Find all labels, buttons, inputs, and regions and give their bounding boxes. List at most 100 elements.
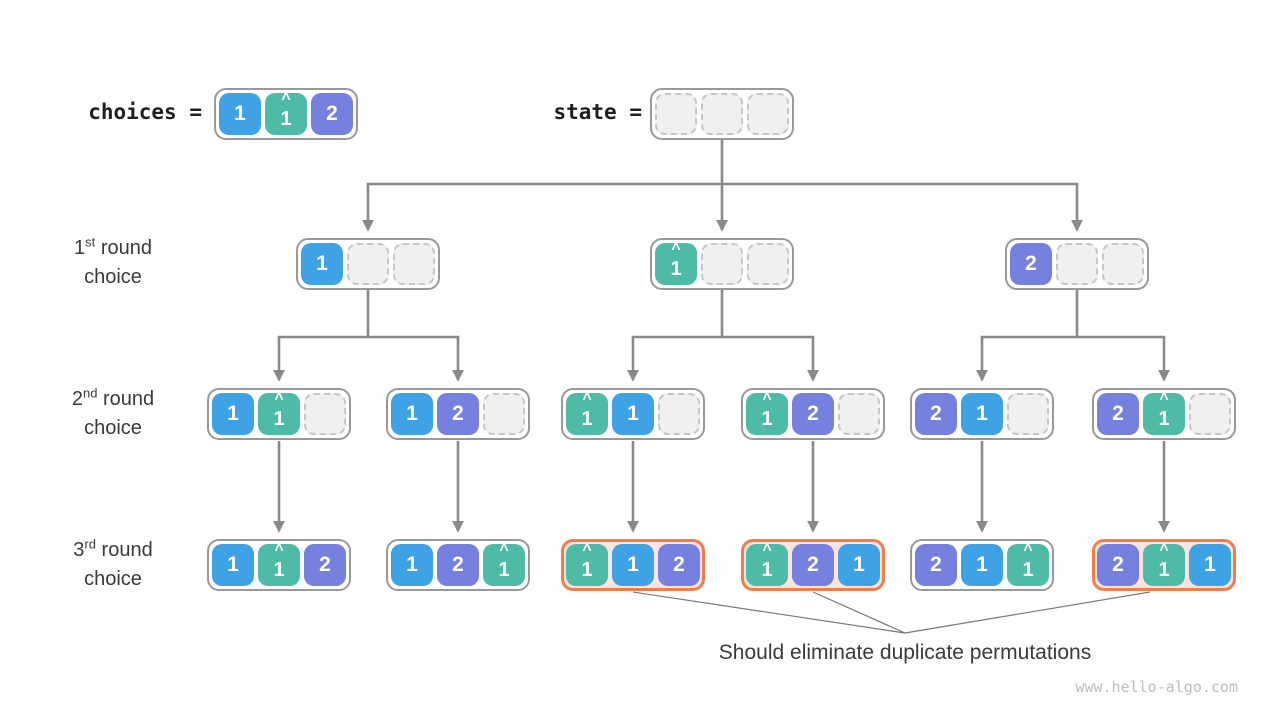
choices-label: choices = [88,100,202,124]
row-label-line1: 3rd round [73,536,153,561]
cell-empty [1189,393,1231,435]
cell-1: 1 [212,393,254,435]
cell-empty [655,93,697,135]
cell-empty [1056,243,1098,285]
cell-empty [304,393,346,435]
cell-value: 1 [1204,553,1216,576]
cell-value: 1 [227,553,239,576]
cell-empty [483,393,525,435]
cell-2: 2 [792,544,834,586]
cell-1-hat: 1^ [655,241,697,285]
cell-empty [658,393,700,435]
row-label-line1: 2nd round [71,385,155,410]
hat-mark-icon: ^ [274,391,284,408]
cell-1-hat: 1^ [265,91,307,135]
duplicate-annotation: Should eliminate duplicate permutations [718,641,1092,664]
cell-value: 1 [761,407,773,430]
tree-node-l2-1: 1 1^ [207,388,351,440]
cell-1: 1 [219,93,261,135]
cell-value: 2 [930,553,942,576]
cell-1: 1 [391,393,433,435]
cell-1: 1 [838,544,880,586]
row-label-line1: 1st round [74,234,152,259]
cell-value: 1 [670,257,682,280]
cell-1: 1 [301,243,343,285]
cell-1-hat: 1^ [746,391,788,435]
cell-1-hat: 1^ [258,391,300,435]
row-label-line2: choice [84,417,142,439]
cell-value: 1 [273,558,285,581]
state-label: state = [553,100,642,124]
cell-2: 2 [915,544,957,586]
cell-2: 2 [1097,544,1139,586]
hat-mark-icon: ^ [274,542,284,559]
cell-1-hat: 1^ [1143,391,1185,435]
cell-2: 2 [437,393,479,435]
cell-empty [1102,243,1144,285]
cell-empty [747,243,789,285]
cell-value: 1 [627,402,639,425]
cell-2: 2 [304,544,346,586]
cell-1: 1 [961,393,1003,435]
cell-1: 1 [612,393,654,435]
cell-2: 2 [1010,243,1052,285]
hat-mark-icon: ^ [671,241,681,258]
tree-node-l3-3-duplicate: 1^ 1 2 [561,539,705,591]
cell-value: 1 [627,553,639,576]
tree-node-l1-3: 2 [1005,238,1149,290]
cell-value: 2 [319,553,331,576]
cell-value: 2 [1112,402,1124,425]
cell-empty [701,93,743,135]
cell-1-hat: 1^ [1143,542,1185,586]
cell-2: 2 [915,393,957,435]
cell-1: 1 [212,544,254,586]
cell-empty [838,393,880,435]
hat-mark-icon: ^ [582,391,592,408]
cell-2: 2 [1097,393,1139,435]
cell-value: 2 [326,102,338,125]
watermark: www.hello-algo.com [1075,678,1238,696]
cell-value: 1 [976,553,988,576]
cell-value: 1 [406,402,418,425]
cell-value: 1 [316,252,328,275]
cell-value: 1 [976,402,988,425]
cell-1-hat: 1^ [566,542,608,586]
cell-value: 2 [673,553,685,576]
row-label-round-1: 1st round choice [28,234,198,292]
hat-mark-icon: ^ [499,542,509,559]
cell-value: 2 [807,553,819,576]
cell-value: 1 [761,558,773,581]
cell-value: 1 [406,553,418,576]
cell-1-hat: 1^ [483,542,525,586]
tree-node-l1-2: 1^ [650,238,794,290]
hat-mark-icon: ^ [762,542,772,559]
tree-node-l2-6: 2 1^ [1092,388,1236,440]
row-label-round-2: 2nd round choice [28,385,198,443]
cell-empty [347,243,389,285]
cell-value: 1 [1158,407,1170,430]
cell-1: 1 [961,544,1003,586]
hat-mark-icon: ^ [1159,391,1169,408]
cell-2: 2 [658,544,700,586]
hat-mark-icon: ^ [1023,542,1033,559]
tree-branch-lines [273,140,1170,533]
duplicate-pointer-lines [632,591,1151,634]
cell-value: 1 [227,402,239,425]
cell-empty [1007,393,1049,435]
cell-empty [393,243,435,285]
hat-mark-icon: ^ [762,391,772,408]
cell-value: 2 [452,553,464,576]
cell-value: 2 [807,402,819,425]
row-label-line2: choice [84,568,142,590]
tree-node-l2-4: 1^ 2 [741,388,885,440]
tree-node-l3-2: 1 2 1^ [386,539,530,591]
cell-1-hat: 1^ [746,542,788,586]
